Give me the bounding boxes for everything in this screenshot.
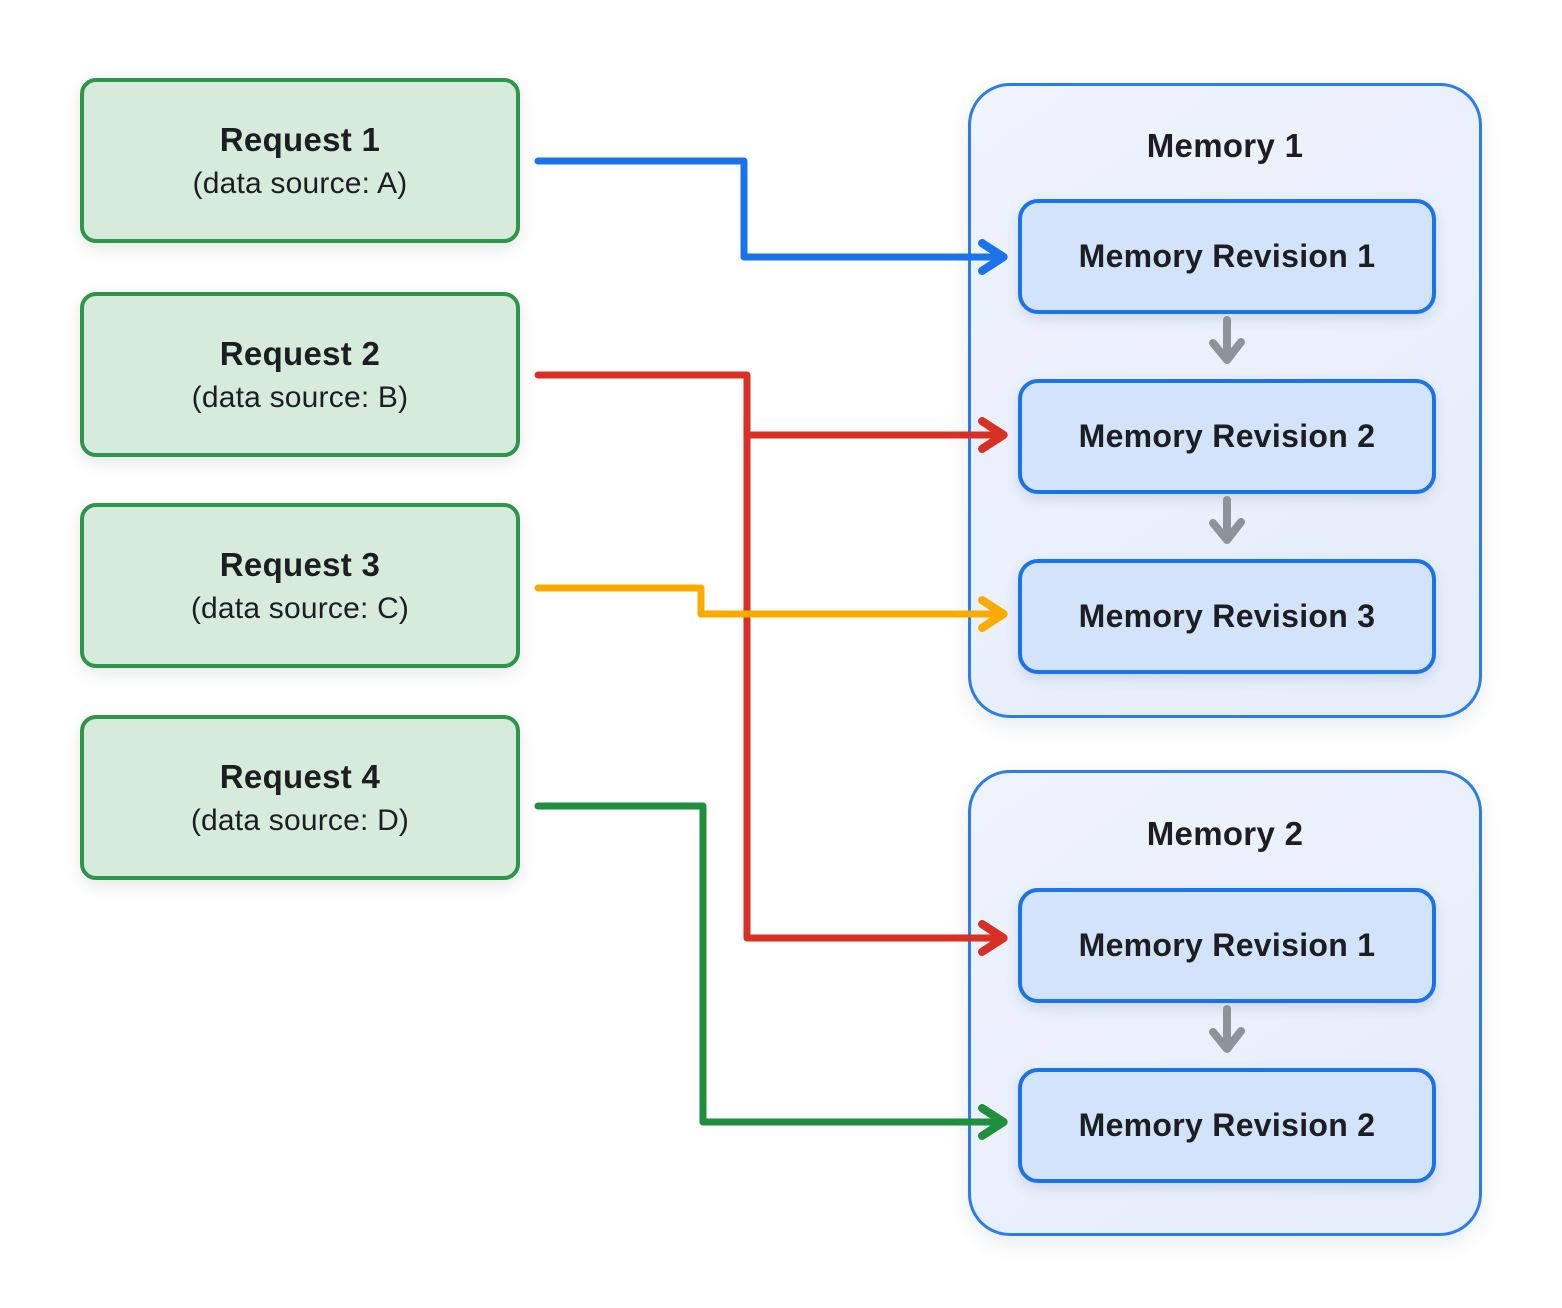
down-arrow-icon <box>1209 316 1245 364</box>
memory-2-revision-2-box: Memory Revision 2 <box>1018 1068 1436 1183</box>
memory-1-container: Memory 1 Memory Revision 1 Memory Revisi… <box>968 83 1482 718</box>
down-arrow-icon <box>1209 496 1245 544</box>
memory-1-revision-2-box: Memory Revision 2 <box>1018 379 1436 494</box>
request-2-title: Request 2 <box>219 334 381 372</box>
request-4-title: Request 4 <box>219 757 381 795</box>
memory-2-container: Memory 2 Memory Revision 1 Memory Revisi… <box>968 770 1482 1236</box>
memory-2-revision-1-box: Memory Revision 1 <box>1018 888 1436 1003</box>
down-arrow-icon <box>1209 1005 1245 1053</box>
connector-request-3-to-memory-1-revision-3 <box>534 584 1008 632</box>
memory-2-title: Memory 2 <box>1146 815 1304 852</box>
connector-request-4-to-memory-2-revision-2 <box>534 802 1008 1140</box>
memory-1-revision-3-box: Memory Revision 3 <box>1018 559 1436 674</box>
request-1-data-source: (data source: A) <box>192 166 408 200</box>
connector-request-2-to-memory-2-revision-1 <box>534 371 1008 956</box>
request-3-title: Request 3 <box>219 545 381 583</box>
request-2-data-source: (data source: B) <box>191 380 409 414</box>
request-4-box: Request 4 (data source: D) <box>80 715 520 880</box>
request-1-box: Request 1 (data source: A) <box>80 78 520 243</box>
memory-1-title: Memory 1 <box>1146 127 1304 164</box>
connector-request-1-to-memory-1-revision-1 <box>534 157 1008 275</box>
request-4-data-source: (data source: D) <box>190 803 410 837</box>
memory-1-revision-1-box: Memory Revision 1 <box>1018 199 1436 314</box>
request-1-title: Request 1 <box>219 120 381 158</box>
request-3-data-source: (data source: C) <box>190 591 410 625</box>
request-2-box: Request 2 (data source: B) <box>80 292 520 457</box>
request-3-box: Request 3 (data source: C) <box>80 503 520 668</box>
